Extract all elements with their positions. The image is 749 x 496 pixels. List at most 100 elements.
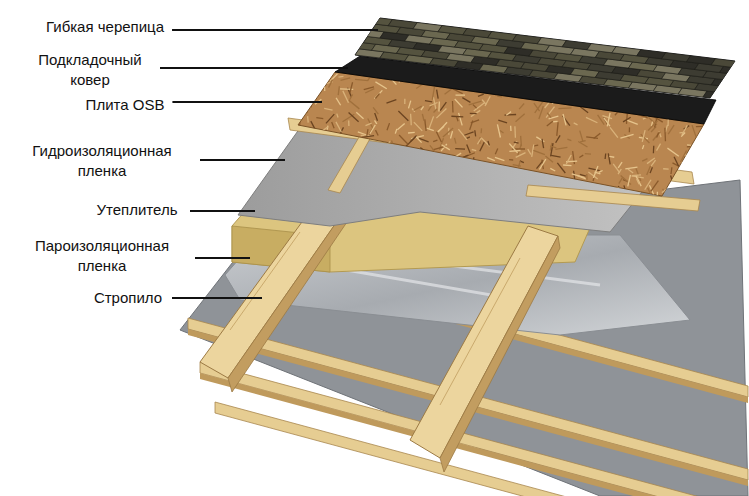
osb-chip (523, 176, 527, 179)
osb-chip (455, 173, 456, 185)
osb-chip (387, 123, 390, 130)
osb-chip (368, 163, 377, 171)
osb-chip (338, 76, 343, 78)
osb-chip (353, 162, 365, 167)
osb-chip (427, 154, 431, 158)
osb-chip (317, 194, 319, 205)
osb-chip (606, 187, 619, 189)
osb-chip (411, 187, 414, 192)
osb-chip (442, 179, 446, 192)
osb-chip (679, 132, 683, 134)
osb-chip (594, 190, 596, 202)
osb-chip (676, 183, 677, 194)
osb-chip (346, 169, 348, 173)
osb-chip (421, 106, 424, 110)
osb-chip (610, 127, 618, 137)
osb-chip (454, 158, 462, 160)
osb-chip (425, 101, 432, 102)
osb-chip (352, 193, 354, 207)
osb-chip (299, 77, 306, 89)
osb-chip (687, 160, 694, 162)
osb-chip (579, 188, 588, 197)
osb-chip (358, 132, 370, 136)
osb-chip (409, 152, 418, 154)
osb-chip (324, 189, 328, 200)
osb-chip (458, 189, 469, 191)
osb-chip (314, 169, 324, 172)
osb-chip (650, 167, 652, 173)
osb-chip (495, 157, 504, 160)
osb-chip (455, 138, 456, 144)
osb-chip (456, 183, 462, 188)
osb-chip (514, 126, 516, 138)
osb-chip (375, 130, 378, 135)
layer-label: Утеплитель (77, 200, 197, 220)
shingle-tile (587, 44, 616, 53)
osb-chip (370, 192, 376, 201)
osb-chip (642, 159, 647, 162)
osb-chip (477, 193, 480, 202)
osb-chip (337, 158, 345, 163)
osb-chip (684, 197, 691, 209)
osb-chip (654, 195, 655, 204)
underlayment (335, 56, 716, 124)
osb-chip (474, 103, 485, 111)
osb-chip (358, 155, 370, 161)
osb-chip (387, 164, 392, 167)
osb-chip (687, 144, 691, 146)
osb-chip (294, 108, 306, 112)
osb-chip (514, 141, 519, 143)
osb-chip (438, 122, 447, 132)
osb-chip (550, 146, 556, 148)
osb-chip (548, 192, 558, 195)
shingle-tile (488, 32, 517, 41)
osb-chip (443, 128, 453, 137)
osb-chip (437, 90, 439, 99)
osb-chip (593, 166, 598, 178)
osb-chip (522, 179, 529, 188)
osb-chip (418, 188, 422, 190)
osb-chip (473, 105, 477, 108)
osb-chip (553, 121, 557, 123)
osb-chip (691, 161, 698, 162)
osb-chip (339, 141, 348, 144)
osb-chip (426, 128, 433, 130)
osb-chip (325, 138, 335, 146)
osb-chip (681, 132, 685, 136)
osb-chip (588, 168, 599, 170)
osb-chip (507, 185, 520, 191)
osb-chip (461, 160, 474, 163)
osb-chip (330, 175, 331, 182)
osb-chip (542, 139, 544, 148)
osb-chip (308, 75, 309, 85)
osb-chip (361, 178, 367, 184)
osb-chip (336, 98, 341, 105)
osb-chip (651, 160, 655, 166)
osb-chip (315, 163, 322, 167)
osb-chip (599, 196, 601, 205)
osb-chip (657, 144, 661, 151)
osb-chip (320, 183, 327, 185)
osb-chip (535, 183, 545, 192)
osb-chip (566, 155, 571, 164)
osb-chip (474, 130, 476, 136)
osb-chip (316, 117, 323, 119)
osb-chip (340, 145, 342, 149)
osb-chip (375, 82, 386, 89)
osb-chip (674, 157, 679, 167)
osb-chip (555, 147, 567, 149)
osb-chip (506, 170, 511, 179)
osb-chip (399, 176, 405, 185)
osb-chip (441, 172, 442, 180)
osb-chip (586, 174, 588, 180)
osb-chip (457, 177, 464, 179)
osb-chip (383, 176, 384, 180)
osb-chip (495, 149, 497, 155)
osb-chip (330, 74, 337, 81)
osb-chip (456, 95, 466, 96)
osb-chip (586, 137, 598, 139)
osb-chip (356, 112, 363, 118)
osb-chip (430, 102, 438, 105)
